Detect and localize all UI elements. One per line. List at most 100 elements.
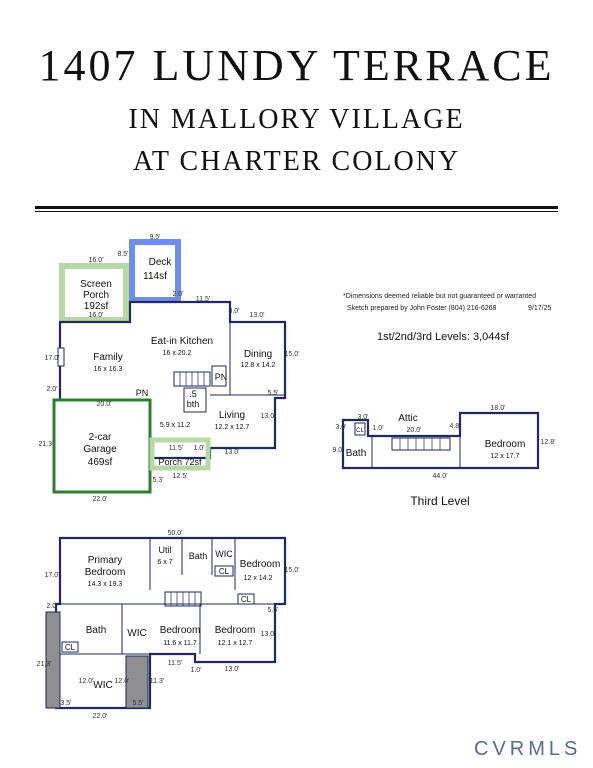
- deck-area: 114sf: [143, 271, 167, 282]
- garage-label2: Garage: [83, 444, 117, 455]
- dim-label: 20.0': [407, 427, 422, 434]
- dining-size: 12.8 x 14.2: [241, 362, 276, 369]
- dim-label: 1.0': [193, 445, 204, 452]
- half-bath-label2: bth: [187, 399, 200, 409]
- kitchen-label: Eat-in Kitchen: [151, 336, 213, 347]
- dim-label: 21.3': [39, 441, 54, 448]
- primary-bedroom-label2: Bedroom: [85, 567, 126, 578]
- dim-label: 3.5': [60, 700, 71, 707]
- dim-label: 12.0': [79, 678, 94, 685]
- third-level-plan: Attic Bath Bedroom 12 x 17.7 CL 3.0' 3.0…: [332, 405, 555, 508]
- closet-size: 5.9 x 11.2: [160, 422, 190, 429]
- closet-label: CL: [65, 643, 76, 652]
- closet-box: [237, 593, 255, 605]
- family-door: [57, 347, 65, 367]
- attic-label: Attic: [398, 413, 417, 424]
- half-bath-outline: [183, 387, 207, 413]
- dim-label: 5.3': [152, 477, 163, 484]
- plan-notes: *Dimensions deemed reliable but not guar…: [343, 293, 551, 343]
- dim-label: 22.0': [93, 713, 108, 720]
- bedroom-size: 12.1 x 12.7: [218, 640, 253, 647]
- dim-label: 13.0': [261, 631, 276, 638]
- dim-label: 13.0': [225, 449, 240, 456]
- dim-label: 1.0': [190, 667, 201, 674]
- closet-label: CL: [219, 567, 230, 576]
- screen-porch-width: 16.0': [89, 257, 104, 264]
- dim-label: 17.0': [45, 572, 60, 579]
- dim-label: 1.0': [372, 425, 383, 432]
- primary-bath-label: Bath: [86, 625, 107, 636]
- dim-label: 13.0': [250, 312, 265, 319]
- util-label: Util: [159, 545, 172, 555]
- screen-porch-label: Screen: [80, 279, 112, 290]
- deck-outline: [129, 239, 181, 303]
- dim-label: 11.3': [150, 678, 164, 685]
- dim-label: 18.0': [491, 405, 506, 412]
- cvrmls-logo: CVRMLS: [474, 738, 582, 760]
- dim-label: 12.5': [173, 473, 188, 480]
- divider-rule-thin: [35, 211, 558, 212]
- wic-label: WIC: [127, 628, 146, 639]
- upper-bath-label: Bath: [189, 551, 208, 561]
- screen-porch-depth: 16.0': [89, 312, 104, 319]
- bedroom-label: Bedroom: [160, 625, 201, 636]
- dim-label: 9.0': [332, 447, 343, 454]
- third-level-stairs: [391, 437, 451, 451]
- third-closet: [354, 422, 366, 436]
- kitchen-size: 16 x 20.2: [163, 350, 192, 357]
- subdivision-line: IN MALLORY VILLAGE: [128, 104, 465, 135]
- dim-label: 4.8': [449, 423, 460, 430]
- second-floor-walls: [54, 536, 287, 710]
- garage-area: 469sf: [88, 457, 113, 468]
- pantry-label: PN: [215, 372, 228, 382]
- closet-box: [214, 565, 234, 577]
- dim-label: 12.8': [541, 439, 556, 446]
- dim-label: 5.5': [267, 390, 278, 397]
- dim-label: 2.0': [46, 386, 57, 393]
- sketch-credit: Sketch prepared by John Foster (804) 216…: [347, 305, 497, 312]
- screen-porch-outline: [59, 263, 129, 323]
- pantry-outline: [211, 365, 227, 387]
- dim-label: 17.0': [45, 355, 60, 362]
- third-level-title: Third Level: [410, 494, 469, 508]
- primary-bedroom-size: 14.3 x 19.3: [88, 581, 123, 588]
- dim-label: 22.0': [93, 496, 108, 503]
- dim-label: 11.5': [168, 660, 182, 667]
- sketch-date: 9/17/25: [528, 305, 551, 312]
- dim-label: 3.0': [228, 308, 239, 315]
- dim-label: 20.0': [97, 401, 112, 408]
- shaded-area-right: [125, 655, 149, 709]
- living-size: 12.2 x 12.7: [215, 424, 250, 431]
- dim-label: 11.5': [196, 296, 210, 303]
- garage-pantry-label: PN: [136, 388, 149, 398]
- first-floor-stairs: [173, 371, 211, 387]
- third-bedroom-size: 12 x 17.7: [491, 453, 520, 460]
- primary-bedroom-label: Primary: [88, 555, 122, 566]
- dim-label: 3.0': [357, 414, 368, 421]
- dim-label: 15.0': [285, 351, 300, 358]
- dim-label: 5.5': [132, 700, 143, 707]
- lower-wic-label: WIC: [93, 680, 112, 691]
- shaded-area-left: [45, 611, 61, 709]
- dim-label: 44.0': [433, 473, 448, 480]
- family-room-size: 16 x 16.3: [94, 366, 123, 373]
- family-room-label: Family: [93, 352, 122, 363]
- disclaimer-note: *Dimensions deemed reliable but not guar…: [343, 293, 536, 300]
- bedroom-size: 12 x 14.2: [244, 575, 273, 582]
- dim-label: 13.0': [225, 666, 240, 673]
- bedroom-size: 11.6 x 11.7: [163, 640, 197, 647]
- dim-label: 15.0': [285, 567, 300, 574]
- screen-porch-label2: Porch: [83, 290, 109, 301]
- second-floor-stairs: [164, 591, 202, 607]
- first-floor-plan: Deck 114sf 9.5' Screen Porch 192sf 16.0'…: [39, 234, 300, 503]
- dim-label: 2.0': [46, 603, 57, 610]
- dining-label: Dining: [244, 349, 272, 360]
- bedroom-label: Bedroom: [215, 625, 256, 636]
- dim-label: 50.0': [168, 530, 183, 537]
- dim-label: 21.3': [37, 661, 52, 668]
- porch-label: Porch 72sf: [158, 457, 202, 467]
- deck-width: 9.5': [149, 234, 160, 241]
- garage-label: 2-car: [89, 432, 112, 443]
